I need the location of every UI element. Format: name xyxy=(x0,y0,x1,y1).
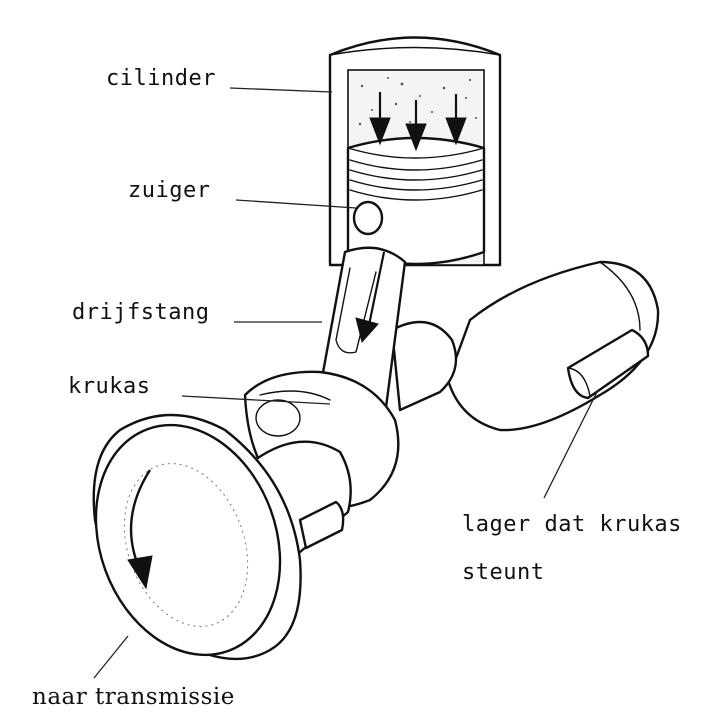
label-cilinder: cilinder xyxy=(106,66,216,91)
shaft-key xyxy=(298,500,345,550)
combustion-speckle xyxy=(358,77,477,126)
pressure-arrows xyxy=(369,92,467,152)
pressure-arrow-3 xyxy=(445,117,467,146)
piston-ring-3 xyxy=(349,179,483,191)
pressure-arrow-1 xyxy=(369,117,391,146)
piston-ring-4 xyxy=(349,189,483,201)
crank-pin xyxy=(390,320,458,412)
piston-pin-hole xyxy=(352,200,384,236)
label-naar-transmissie: naar transmissie xyxy=(32,684,235,710)
rotation-arrow-head xyxy=(127,555,153,590)
rod-force-arrow xyxy=(355,317,379,344)
flywheel xyxy=(92,413,302,661)
leader-naar-transmissie xyxy=(93,635,129,679)
leader-cilinder xyxy=(229,87,333,93)
piston xyxy=(346,136,486,266)
leader-krukas xyxy=(181,395,331,405)
leader-lines xyxy=(93,87,599,679)
pressure-arrow-2 xyxy=(405,123,427,152)
label-lager-line-1: lager dat krukas xyxy=(462,512,682,537)
rear-web-edge xyxy=(599,261,641,331)
label-drijfstang: drijfstang xyxy=(72,300,210,325)
flywheel-inner xyxy=(123,463,249,627)
piston-ring-1 xyxy=(349,159,483,171)
rear-bearing-assembly xyxy=(446,260,660,432)
rod-web xyxy=(335,267,377,354)
leader-lager xyxy=(543,389,599,499)
label-krukas: krukas xyxy=(68,374,151,399)
cylinder-top-edge xyxy=(329,46,501,56)
bearing-block xyxy=(566,328,650,400)
bearing-edge xyxy=(567,367,591,397)
label-lager-line-2: steunt xyxy=(462,560,545,585)
piston-crown xyxy=(347,147,485,159)
piston-ring-2 xyxy=(349,169,483,181)
label-zuiger: zuiger xyxy=(128,178,211,203)
leader-zuiger xyxy=(235,199,357,209)
rear-crank-web xyxy=(446,260,660,432)
crank-web-highlight xyxy=(259,390,331,401)
crank-web-boss xyxy=(255,399,301,437)
